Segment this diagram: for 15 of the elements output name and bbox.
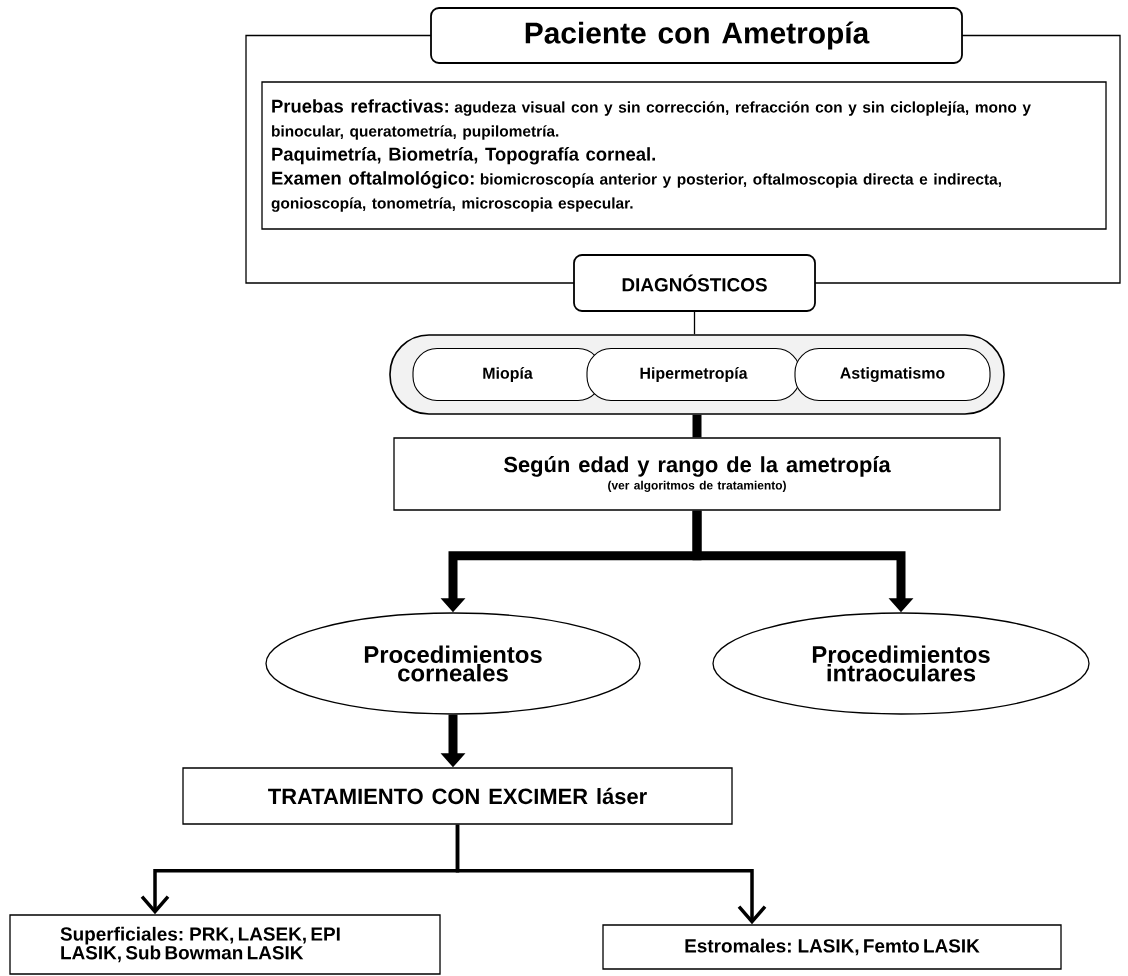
rounded-box: Paciente con Ametropía [430,7,963,64]
process-box: Según edad y rango de la ametropía (ver algoritmos de tratamiento) [393,437,1001,511]
process-box: TRATAMIENTO CON EXCIMER láser [182,767,733,825]
rounded-box: DIAGNÓSTICOS [573,254,816,312]
process-box: Estromales: LASIK, Femto LASIK [602,924,1062,970]
connector-line [245,34,575,284]
rounded-box: Hipermetropía [586,347,801,402]
process-box: Pruebas refractivas: agudeza visual con y sin corrección, refracción con y sin cicloplejía, mono y binocular, queratometría, pupilometría. Paquimetría, Biometría, Topografía corneal. Examen oftalmológico: biomicroscopía anterior y posterior, oftalmoscopia directa e indirecta, gonioscopía, tonometría, microscopia especular. [261,81,1107,230]
connector-line [693,311,696,335]
process-box: Superficiales: PRK, LASEK, EPI LASIK, Sub Bowman LASIK [9,914,441,975]
rounded-box: Astigmatismo [794,347,991,402]
connector-line [692,414,702,438]
rounded-box: Miopía [412,347,603,402]
arrow [455,824,767,925]
connector-line [814,34,1121,284]
